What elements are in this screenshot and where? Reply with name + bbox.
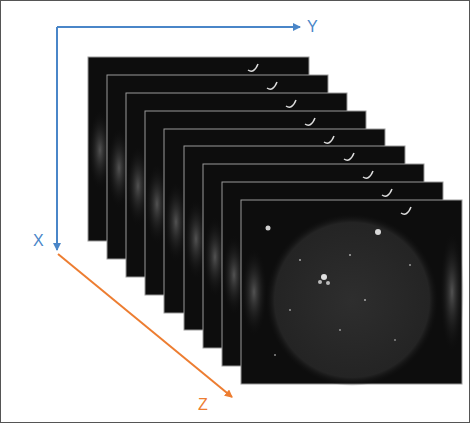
- x-axis-arrow: [56, 27, 58, 250]
- z-axis-arrow: [58, 254, 232, 397]
- front-image-slice: [241, 200, 464, 386]
- image-stack: [88, 57, 464, 386]
- axis-label: Z: [198, 396, 208, 414]
- axis-label: Y: [307, 18, 318, 36]
- axis-label: X: [33, 232, 44, 250]
- y-axis-arrow: [57, 26, 300, 28]
